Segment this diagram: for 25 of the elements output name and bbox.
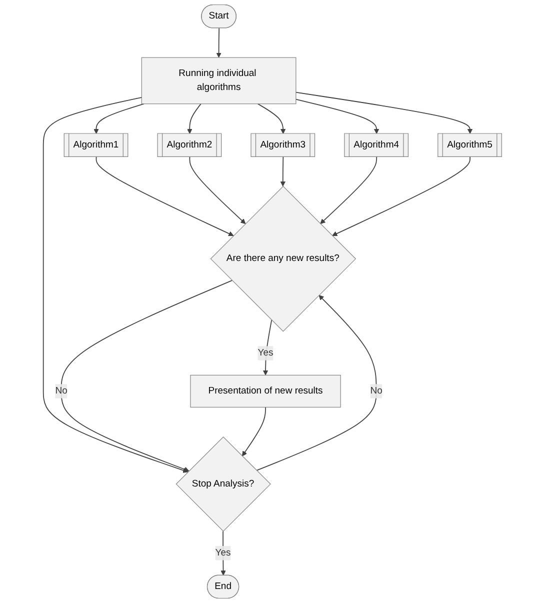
arrow <box>94 103 144 134</box>
arrow <box>60 280 232 472</box>
arrow <box>242 406 266 456</box>
arrow <box>187 103 202 134</box>
arrow <box>296 98 380 134</box>
edge-label: Yes <box>215 548 231 558</box>
arrow <box>216 28 222 58</box>
arrow <box>256 295 377 471</box>
edge-label: No <box>370 386 382 396</box>
arrow <box>296 92 473 134</box>
edge-label: No <box>55 386 68 396</box>
arrow <box>96 156 234 236</box>
node-diamond: Are there any new results? <box>210 186 356 332</box>
arrow <box>220 530 226 576</box>
arrow <box>257 103 286 134</box>
arrow <box>280 156 286 187</box>
arrow <box>320 156 378 224</box>
node-box: Running individual algorithms <box>141 57 296 104</box>
arrow <box>262 320 272 376</box>
arrow <box>42 96 188 473</box>
arrow <box>332 156 470 236</box>
arrow <box>189 156 246 224</box>
edge-label: Yes <box>258 348 274 358</box>
node-diamond: Stop Analysis? <box>176 436 271 532</box>
node-box: Presentation of new results <box>190 374 341 408</box>
